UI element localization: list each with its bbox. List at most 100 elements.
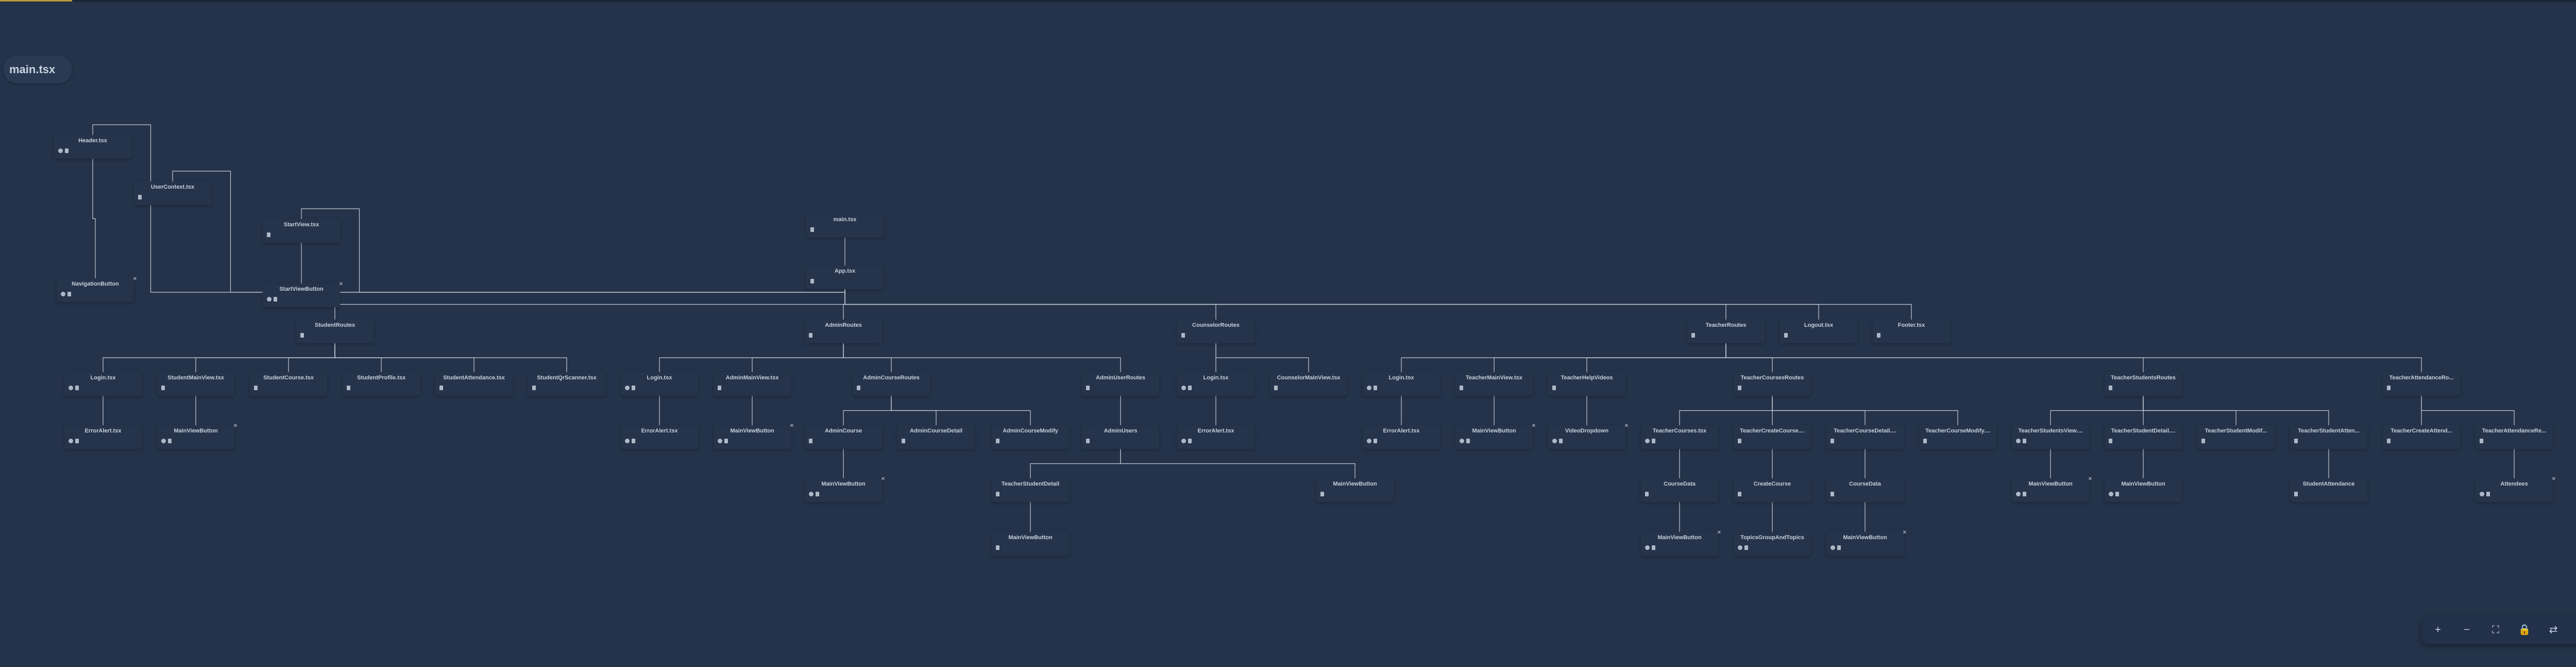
gear-icon[interactable]: [161, 439, 166, 443]
file-icon[interactable]: [857, 386, 860, 390]
file-icon[interactable]: [75, 439, 79, 443]
node-t-sd-mvb[interactable]: MainViewButton: [2105, 478, 2182, 502]
node-t-studentsview[interactable]: TeacherStudentsView....: [2012, 425, 2089, 449]
file-icon[interactable]: [1559, 439, 1563, 443]
file-icon[interactable]: [902, 439, 905, 443]
gear-icon[interactable]: [58, 148, 63, 153]
gear-icon[interactable]: [1460, 439, 1464, 443]
file-icon[interactable]: [168, 439, 172, 443]
file-icon[interactable]: [2294, 439, 2298, 443]
node-a-mainview[interactable]: AdminMainView.tsx: [714, 372, 791, 396]
gear-icon[interactable]: [809, 492, 814, 496]
file-icon[interactable]: [2486, 492, 2490, 496]
zoom-in-button[interactable]: +: [2430, 622, 2446, 638]
file-icon[interactable]: [996, 545, 999, 550]
node-a-coursemodify[interactable]: AdminCourseModify: [992, 425, 1069, 449]
gear-icon[interactable]: [69, 439, 73, 443]
file-icon[interactable]: [816, 492, 819, 496]
file-icon[interactable]: [809, 439, 812, 443]
node-s-course[interactable]: StudentCourse.tsx: [250, 372, 327, 396]
file-icon[interactable]: [1466, 439, 1470, 443]
file-icon[interactable]: [632, 386, 635, 390]
node-navbutton[interactable]: NavigationButton✕: [57, 276, 137, 302]
gear-icon[interactable]: [2109, 492, 2113, 496]
node-t-mainview[interactable]: TeacherMainView.tsx: [1455, 372, 1533, 396]
node-startview[interactable]: StartView.tsx: [263, 219, 340, 243]
node-t-studentroutes[interactable]: TeacherStudentsRoutes: [2105, 372, 2182, 396]
gear-icon[interactable]: [61, 292, 65, 296]
file-icon[interactable]: [1374, 439, 1377, 443]
file-icon[interactable]: [2109, 386, 2112, 390]
file-icon[interactable]: [810, 227, 814, 232]
file-icon[interactable]: [1645, 492, 1649, 496]
node-a-userroutes[interactable]: AdminUserRoutes: [1082, 372, 1159, 396]
node-c-erroralert[interactable]: ErrorAlert.tsx: [1177, 425, 1255, 449]
file-icon[interactable]: [1552, 386, 1556, 390]
file-icon[interactable]: [2480, 439, 2483, 443]
file-icon[interactable]: [439, 386, 443, 390]
node-a-coursedetail[interactable]: AdminCourseDetail: [897, 425, 975, 449]
settings-button[interactable]: ⚙: [2574, 622, 2576, 638]
node-t-createcourse[interactable]: TeacherCreateCourse....: [1734, 425, 1811, 449]
file-icon[interactable]: [1744, 545, 1748, 550]
file-icon[interactable]: [1738, 386, 1741, 390]
lock-button[interactable]: 🔒: [2516, 622, 2533, 638]
node-t-login[interactable]: Login.tsx: [1363, 372, 1440, 396]
file-icon[interactable]: [254, 386, 258, 390]
node-t-courseroutes[interactable]: TeacherCoursesRoutes: [1734, 372, 1811, 396]
file-icon[interactable]: [2109, 439, 2112, 443]
gear-icon[interactable]: [1367, 439, 1371, 443]
file-icon[interactable]: [2023, 492, 2026, 496]
file-icon[interactable]: [1877, 333, 1880, 338]
node-a-course[interactable]: AdminCourse: [805, 425, 882, 449]
node-t-studentatten[interactable]: TeacherStudentAtten...: [2290, 425, 2367, 449]
gear-icon[interactable]: [1645, 545, 1650, 550]
gear-icon[interactable]: [1831, 545, 1835, 550]
node-c-mainview[interactable]: CounselorMainView.tsx: [1270, 372, 1347, 396]
node-t-createattend[interactable]: TeacherCreateAttend...: [2383, 425, 2460, 449]
node-t-studentdetail[interactable]: TeacherStudentDetail....: [2105, 425, 2182, 449]
node-a-users[interactable]: AdminUsers: [1082, 425, 1159, 449]
file-icon[interactable]: [1086, 386, 1090, 390]
gear-icon[interactable]: [1181, 386, 1186, 390]
node-a-teacherstudentdetail[interactable]: TeacherStudentDetail: [992, 478, 1069, 502]
node-t-coursemodify[interactable]: TeacherCourseModify....: [1919, 425, 1996, 449]
file-icon[interactable]: [2201, 439, 2205, 443]
file-icon[interactable]: [1652, 439, 1655, 443]
node-t-cd1-mvb[interactable]: MainViewButton✕: [1641, 530, 1721, 556]
node-t-erroralert[interactable]: ErrorAlert.tsx: [1363, 425, 1440, 449]
node-t-topics[interactable]: TopicsGroupAndTopics: [1734, 532, 1811, 556]
node-t-videodropdown[interactable]: VideoDropdown✕: [1548, 423, 1629, 449]
node-a-users-mvb[interactable]: MainViewButton: [1316, 478, 1394, 502]
node-adminroutes[interactable]: AdminRoutes: [805, 320, 882, 343]
node-t-createcourse2[interactable]: CreateCourse: [1734, 478, 1811, 502]
file-icon[interactable]: [1923, 439, 1927, 443]
node-t-cd2-mvb[interactable]: MainViewButton✕: [1826, 530, 1907, 556]
swap-button[interactable]: ⇄: [2545, 622, 2562, 638]
file-icon[interactable]: [1181, 333, 1185, 338]
node-footer[interactable]: Footer.tsx: [1873, 320, 1950, 343]
file-icon[interactable]: [1652, 545, 1655, 550]
node-t-courses[interactable]: TeacherCourses.tsx: [1641, 425, 1718, 449]
gear-icon[interactable]: [2016, 492, 2021, 496]
file-icon[interactable]: [2023, 439, 2026, 443]
node-app[interactable]: App.tsx: [806, 265, 884, 289]
node-a-erroralert[interactable]: ErrorAlert.tsx: [621, 425, 698, 449]
gear-icon[interactable]: [267, 297, 272, 302]
file-icon[interactable]: [1274, 386, 1278, 390]
gear-icon[interactable]: [718, 439, 722, 443]
file-icon[interactable]: [138, 195, 142, 199]
gear-icon[interactable]: [2480, 492, 2484, 496]
node-teacherroutes[interactable]: TeacherRoutes: [1687, 320, 1765, 343]
node-t-studentmodify[interactable]: TeacherStudentModif...: [2197, 425, 2275, 449]
node-t-coursedata1[interactable]: CourseData: [1641, 478, 1718, 502]
gear-icon[interactable]: [2016, 439, 2021, 443]
node-t-coursedetail[interactable]: TeacherCourseDetail....: [1826, 425, 1904, 449]
node-s-qr[interactable]: StudentQrScanner.tsx: [528, 372, 605, 396]
node-c-login[interactable]: Login.tsx: [1177, 372, 1255, 396]
node-header[interactable]: Header.tsx: [54, 135, 131, 159]
file-icon[interactable]: [65, 148, 69, 153]
node-s-profile[interactable]: StudentProfile.tsx: [343, 372, 420, 396]
fit-view-button[interactable]: ⛶: [2487, 622, 2504, 638]
node-t-mvb[interactable]: MainViewButton✕: [1455, 423, 1536, 449]
